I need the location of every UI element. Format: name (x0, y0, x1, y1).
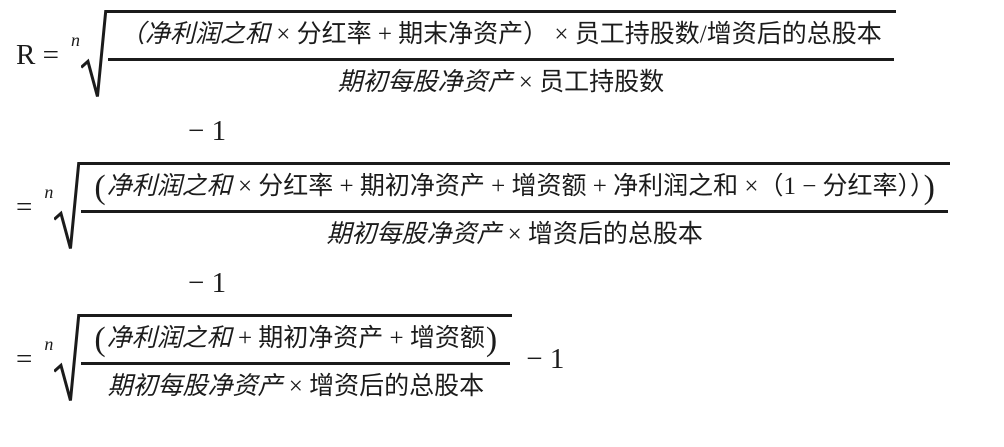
equation-lhs: = (16, 191, 33, 223)
fraction-numerator: (净利润之和 × 分红率 + 期初净资产 + 增资额 + 净利润之和 ×（1 −… (81, 169, 948, 210)
numerator-italic-text: （净利润之和 (119, 21, 270, 48)
fraction-numerator: (净利润之和 + 期初净资产 + 增资额) (81, 321, 510, 362)
open-paren: ( (94, 321, 106, 358)
numerator-regular-text: × 分红率 + 期初净资产 + 增资额 + 净利润之和 ×（1 − 分红率）） (231, 173, 923, 200)
fraction: (净利润之和 + 期初净资产 + 增资额) 期初每股净资产 × 增资后的总股本 (81, 321, 511, 406)
radical-sign-icon (54, 162, 80, 253)
fraction-bar (81, 361, 511, 365)
numerator-italic-text: 净利润之和 (106, 173, 232, 200)
trailing-term: − 1 (526, 343, 565, 375)
radicand: (净利润之和 + 期初净资产 + 增资额) 期初每股净资产 × 增资后的总股本 (79, 314, 513, 406)
denominator-italic-text: 期初每股净资产 (337, 68, 513, 96)
close-paren: ) (923, 169, 935, 206)
root-index: n (44, 334, 54, 354)
radicand: （净利润之和 × 分红率 + 期末净资产） × 员工持股数/增资后的总股本 期初… (105, 10, 896, 102)
radical-sign-icon (54, 314, 80, 405)
numerator-regular-text: × 分红率 + 期末净资产） × 员工持股数/增资后的总股本 (269, 21, 882, 48)
fraction-bar (81, 209, 948, 213)
equation-row-1: R = n （净利润之和 × 分红率 + 期末净资产） × 员工持股数/增资后的… (16, 10, 1000, 101)
open-paren: ( (94, 169, 106, 206)
fraction-denominator: 期初每股净资产 × 增资后的总股本 (95, 365, 496, 406)
fraction: （净利润之和 × 分红率 + 期末净资产） × 员工持股数/增资后的总股本 期初… (107, 17, 894, 102)
fraction-denominator: 期初每股净资产 × 增资后的总股本 (314, 213, 715, 254)
fraction-bar (107, 57, 894, 61)
root-index: n (44, 182, 54, 202)
continuation-term: − 1 (188, 115, 227, 147)
root-index: n (70, 30, 80, 50)
nth-root-radical: n (净利润之和 + 期初净资产 + 增资额) 期初每股净资产 × 增资后的总股… (44, 314, 513, 406)
radicand: (净利润之和 × 分红率 + 期初净资产 + 增资额 + 净利润之和 ×（1 −… (79, 162, 950, 253)
equation-lhs: R = (16, 39, 59, 71)
numerator-italic-text: 净利润之和 (106, 325, 232, 352)
close-paren: ) (485, 321, 498, 358)
nth-root-radical: n （净利润之和 × 分红率 + 期末净资产） × 员工持股数/增资后的总股本 … (71, 10, 896, 101)
equation-row-2: = n (净利润之和 × 分红率 + 期初净资产 + 增资额 + 净利润之和 ×… (16, 162, 1000, 253)
radical-sign-icon (81, 10, 107, 101)
nth-root-radical: n (净利润之和 × 分红率 + 期初净资产 + 增资额 + 净利润之和 ×（1… (44, 162, 950, 253)
denominator-regular-text: × 增资后的总股本 (282, 372, 485, 400)
denominator-regular-text: × 员工持股数 (512, 68, 665, 96)
fraction-denominator: 期初每股净资产 × 员工持股数 (326, 61, 677, 102)
equation-row-3: = n (净利润之和 + 期初净资产 + 增资额) 期初每股净资产 × 增资后的… (16, 314, 1000, 405)
denominator-italic-text: 期初每股净资产 (326, 220, 502, 248)
numerator-regular-text: + 期初净资产 + 增资额 (231, 325, 485, 352)
fraction-numerator: （净利润之和 × 分红率 + 期末净资产） × 员工持股数/增资后的总股本 (108, 17, 894, 58)
fraction: (净利润之和 × 分红率 + 期初净资产 + 增资额 + 净利润之和 ×（1 −… (81, 169, 948, 253)
denominator-italic-text: 期初每股净资产 (107, 372, 283, 400)
equation-lhs: = (16, 343, 33, 375)
continuation-term: − 1 (188, 267, 227, 299)
denominator-regular-text: × 增资后的总股本 (501, 220, 703, 248)
